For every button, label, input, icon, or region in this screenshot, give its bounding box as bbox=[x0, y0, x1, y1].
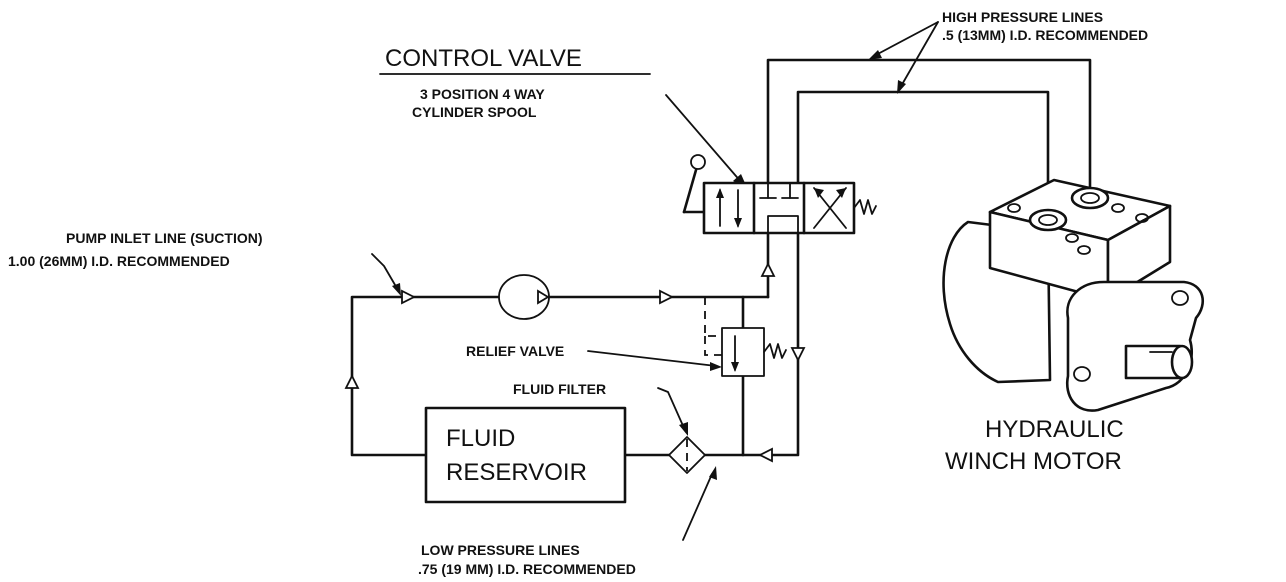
control-valve-label: CONTROL VALVE 3 POSITION 4 WAY CYLINDER … bbox=[379, 45, 651, 120]
winch-motor-line1: HYDRAULIC bbox=[985, 416, 1124, 443]
relief-valve-spring-icon bbox=[763, 343, 787, 359]
fluid-filter-arrowhead bbox=[679, 422, 688, 436]
pump-inlet-label: PUMP INLET LINE (SUCTION) 1.00 (26MM) I.… bbox=[8, 230, 263, 269]
valve-center-pt-loop bbox=[767, 215, 799, 234]
control-valve-sub2: CYLINDER SPOOL bbox=[412, 104, 537, 120]
motor-bolt-2 bbox=[1111, 203, 1125, 213]
pump-inlet-line2: 1.00 (26MM) I.D. RECOMMENDED bbox=[8, 253, 230, 269]
relief-pilot-line-top bbox=[704, 297, 722, 337]
control-valve-leader bbox=[665, 94, 743, 184]
high-pressure-arrowhead-b bbox=[897, 80, 906, 94]
reservoir-line1: FLUID bbox=[446, 425, 515, 452]
winch-motor-drawing bbox=[942, 178, 1205, 412]
winch-motor-label: HYDRAULIC WINCH MOTOR bbox=[945, 416, 1124, 475]
flow-arrow-suction bbox=[401, 289, 417, 305]
relief-valve-arrowhead bbox=[710, 362, 722, 371]
flow-arrow-return-down bbox=[790, 347, 806, 363]
valve-lever-handle bbox=[682, 168, 698, 214]
control-valve-symbol bbox=[682, 154, 877, 235]
flow-arrow-return-left bbox=[757, 447, 773, 463]
valve-left-arrow-down-icon bbox=[734, 218, 742, 228]
relief-valve-body bbox=[721, 327, 765, 377]
valve-body bbox=[702, 181, 856, 235]
high-pressure-arrowhead-a bbox=[868, 50, 882, 60]
winch-motor-line2: WINCH MOTOR bbox=[945, 448, 1122, 475]
pump-direction-icon bbox=[537, 289, 550, 305]
fluid-filter-label: FLUID FILTER bbox=[513, 381, 606, 397]
fluid-filter-symbol bbox=[668, 436, 706, 474]
valve-spring-icon bbox=[853, 199, 877, 215]
motor-port-a-inner bbox=[1080, 192, 1100, 204]
motor-bolt-5 bbox=[1077, 245, 1091, 255]
flow-arrow-pressure bbox=[659, 289, 675, 305]
flange-hole-2 bbox=[1073, 366, 1091, 382]
relief-valve-label: RELIEF VALVE bbox=[466, 343, 564, 359]
fluid-reservoir: FLUID RESERVOIR bbox=[424, 406, 627, 504]
reservoir-box bbox=[424, 406, 627, 504]
high-pressure-leader-b bbox=[899, 21, 939, 89]
high-pressure-label: HIGH PRESSURE LINES .5 (13MM) I.D. RECOM… bbox=[942, 9, 1148, 43]
reservoir-line2: RESERVOIR bbox=[446, 459, 587, 486]
low-pressure-label: LOW PRESSURE LINES .75 (19 MM) I.D. RECO… bbox=[418, 542, 636, 577]
relief-pilot-line-bottom bbox=[704, 336, 722, 356]
circuit-lines bbox=[350, 58, 1092, 457]
motor-block-side bbox=[1106, 204, 1172, 302]
control-valve-title: CONTROL VALVE bbox=[385, 45, 582, 72]
low-pressure-leader bbox=[682, 473, 713, 541]
flange-hole-1 bbox=[1171, 290, 1189, 306]
high-pressure-line-b bbox=[796, 90, 1050, 212]
relief-valve-leader bbox=[587, 350, 717, 367]
high-pressure-leader-a bbox=[873, 21, 939, 57]
control-valve-sub1: 3 POSITION 4 WAY bbox=[420, 86, 545, 102]
pump-inlet-leader bbox=[371, 253, 399, 291]
high-pressure-line2: .5 (13MM) I.D. RECOMMENDED bbox=[942, 27, 1148, 43]
relief-valve-symbol bbox=[721, 327, 787, 377]
flow-arrow-reservoir-up bbox=[344, 373, 360, 389]
flow-arrow-to-valve bbox=[760, 261, 776, 277]
motor-bolt-3 bbox=[1135, 213, 1149, 223]
valve-left-arrow-up-icon bbox=[716, 188, 724, 198]
pump-inlet-line1: PUMP INLET LINE (SUCTION) bbox=[66, 230, 263, 246]
high-pressure-line-a bbox=[766, 58, 1092, 192]
valve-right-arrow-a-icon bbox=[836, 188, 846, 198]
motor-bolt-4 bbox=[1065, 233, 1079, 243]
return-line bbox=[703, 231, 800, 457]
low-pressure-line2: .75 (19 MM) I.D. RECOMMENDED bbox=[418, 561, 636, 577]
low-pressure-arrowhead bbox=[709, 466, 717, 480]
low-pressure-line1: LOW PRESSURE LINES bbox=[421, 542, 580, 558]
pump-symbol bbox=[498, 274, 550, 320]
relief-valve-arrowhead-icon bbox=[731, 362, 739, 372]
motor-port-a bbox=[1070, 186, 1110, 210]
valve-right-arrow-b-icon bbox=[814, 188, 824, 198]
motor-port-b bbox=[1028, 208, 1068, 232]
motor-port-b-inner bbox=[1038, 214, 1058, 226]
leader-lines bbox=[371, 21, 939, 541]
pump-inlet-arrowhead bbox=[392, 283, 401, 296]
motor-shaft-end bbox=[1170, 344, 1194, 380]
valve-lever-knob bbox=[690, 154, 706, 170]
fluid-filter-leader bbox=[657, 387, 685, 429]
motor-bolt-1 bbox=[1007, 203, 1021, 213]
flow-arrows bbox=[344, 261, 806, 463]
high-pressure-line1: HIGH PRESSURE LINES bbox=[942, 9, 1103, 25]
